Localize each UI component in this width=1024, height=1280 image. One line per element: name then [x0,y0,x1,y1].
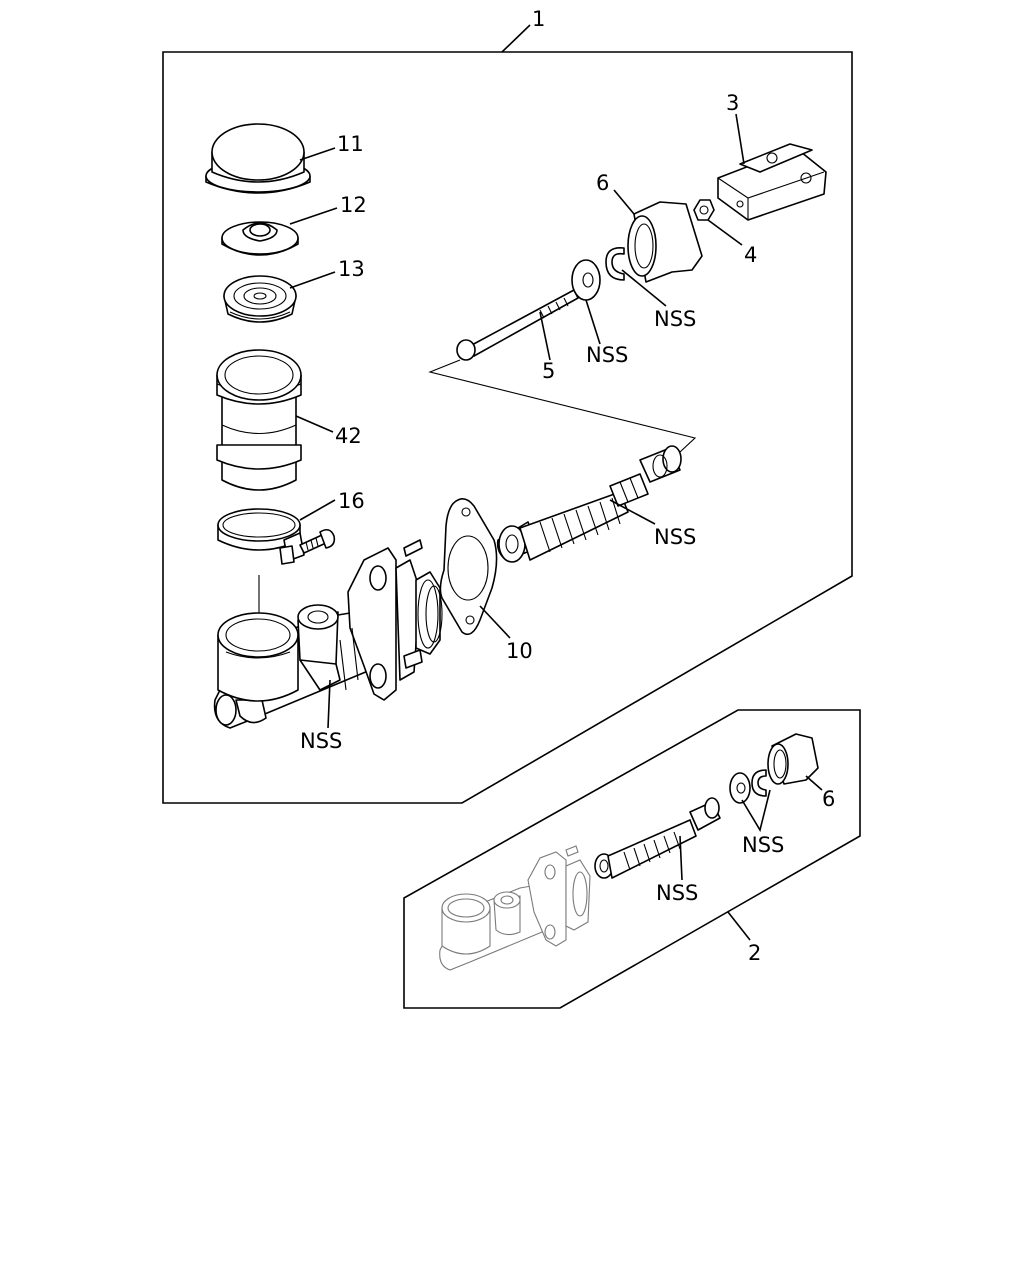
sub-cylinder-body [439,845,591,971]
nss-body-leader [327,679,331,729]
part-3-leader [735,113,745,165]
nss-snap-ring-label: NSS [654,307,696,331]
reservoir-cap-part-11 [205,123,311,194]
part-16-label: 16 [338,489,365,513]
washer [571,259,601,301]
boot-part-6 [627,201,703,283]
part-42-label: 42 [335,424,362,448]
part-6-label: 6 [596,171,609,195]
nss-sub-rings-leader [741,789,771,833]
sub-boot-part-6 [767,733,819,785]
assembly-1-label: 1 [532,7,545,31]
part-11-leader [299,147,336,161]
cylinder-body [213,539,443,729]
assembly-1-frame [162,51,853,804]
part-4-leader [707,219,743,246]
sub-part-6-label: 6 [822,787,835,811]
nss-piston-label: NSS [654,525,696,549]
sub-washer-and-snap-ring [729,769,767,804]
nss-snap-ring-leader [621,269,667,307]
part-10-label: 10 [506,639,533,663]
part-13-label: 13 [338,257,365,281]
clamp-band-part-16 [217,508,336,565]
part-12-leader [289,207,338,225]
gasket-part-10 [439,498,498,636]
nss-washer-label: NSS [586,343,628,367]
diaphragm-plate-part-12 [221,221,299,256]
push-rod-alignment [428,359,697,453]
reservoir-body-part-42 [216,349,302,491]
part-5-label: 5 [542,359,555,383]
part-4-label: 4 [744,243,757,267]
part-42-leader [295,415,334,433]
assembly-2-leader [727,911,751,941]
nss-sub-piston-leader [679,835,683,881]
piston-assembly [496,445,682,563]
sub-piston-assembly [594,797,721,879]
part-6-leader [613,189,635,215]
part-11-label: 11 [337,132,364,156]
nss-sub-piston-label: NSS [656,881,698,905]
assembly-2-label: 2 [748,941,761,965]
assembly-1-leader [501,24,531,53]
part-10-leader [479,605,511,639]
nss-piston-leader [609,499,656,525]
diaphragm-seal-part-13 [223,275,297,323]
part-12-label: 12 [340,193,367,217]
nut-part-4 [693,199,715,221]
part-16-leader [299,499,336,521]
nss-sub-rings-label: NSS [742,833,784,857]
part-3-label: 3 [726,91,739,115]
nss-washer-leader [585,299,601,345]
sub-part-6-leader [805,775,823,791]
part-5-leader [539,311,551,361]
clevis-part-3 [717,143,827,221]
snap-ring [605,246,625,281]
assembly-2-frame [403,709,861,1009]
push-rod-part-5 [456,289,579,361]
part-13-leader [289,271,336,289]
nss-body-label: NSS [300,729,342,753]
